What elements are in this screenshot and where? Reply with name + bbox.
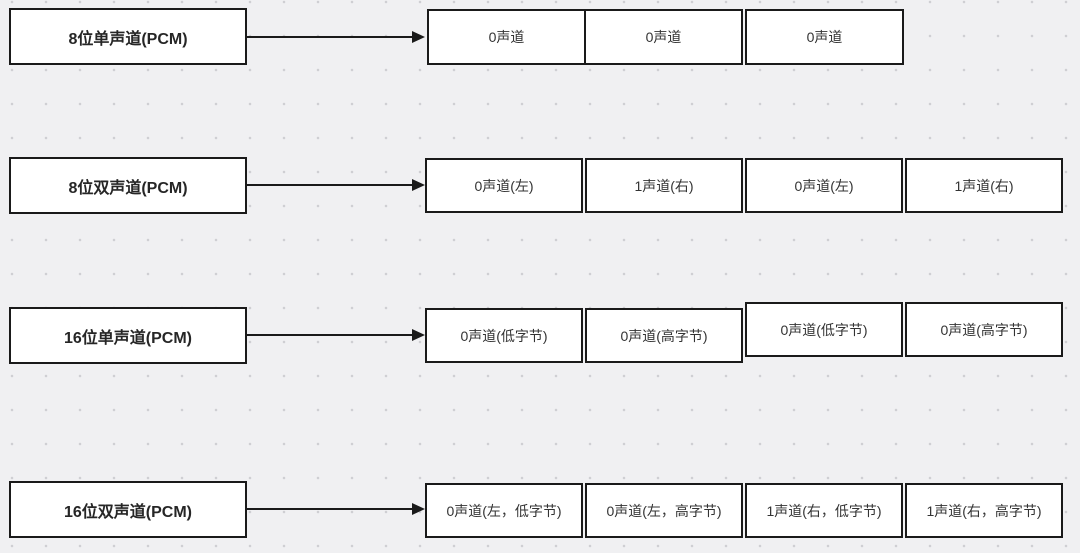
sample-cell-label: 1声道(右，低字节) bbox=[766, 502, 882, 519]
sample-cell: 0声道(左，低字节) bbox=[425, 483, 583, 538]
sample-cell-label: 1声道(右，高字节) bbox=[926, 502, 1042, 519]
sample-cell-label: 1声道(右) bbox=[634, 177, 694, 194]
node-label: 8位双声道(PCM) bbox=[68, 179, 188, 197]
sample-cell: 1声道(右，低字节) bbox=[745, 483, 903, 538]
arrow-line bbox=[247, 334, 413, 336]
sample-strip-16bit-stereo: 0声道(左，低字节) 0声道(左，高字节) 1声道(右，低字节) 1声道(右，高… bbox=[425, 483, 1063, 538]
sample-cell-label: 0声道(低字节) bbox=[460, 327, 548, 344]
node-label: 8位单声道(PCM) bbox=[68, 30, 188, 48]
sample-cell-label: 0声道(高字节) bbox=[940, 321, 1028, 338]
sample-cell-label: 0声道 bbox=[806, 29, 843, 45]
sample-cell: 0声道(低字节) bbox=[745, 302, 903, 357]
sample-cell: 0声道 bbox=[427, 9, 586, 65]
arrow-line bbox=[247, 184, 413, 186]
sample-cell: 0声道(高字节) bbox=[585, 308, 743, 363]
sample-cell: 0声道(左) bbox=[745, 158, 903, 213]
sample-cell: 0声道(左) bbox=[425, 158, 583, 213]
sample-cell-label: 0声道(左，高字节) bbox=[606, 502, 722, 519]
sample-cell: 1声道(右) bbox=[905, 158, 1063, 213]
sample-cell: 0声道 bbox=[745, 9, 904, 65]
arrowhead-icon bbox=[412, 31, 425, 43]
sample-strip-8bit-mono: 0声道 0声道 0声道 bbox=[427, 9, 904, 65]
sample-strip-8bit-stereo: 0声道(左) 1声道(右) 0声道(左) 1声道(右) bbox=[425, 158, 1063, 213]
sample-strip-16bit-mono: 0声道(低字节) 0声道(高字节) 0声道(低字节) 0声道(高字节) bbox=[425, 302, 1063, 363]
arrowhead-icon bbox=[412, 179, 425, 191]
arrow-line bbox=[247, 36, 413, 38]
sample-cell: 0声道 bbox=[584, 9, 743, 65]
node-label: 16位单声道(PCM) bbox=[63, 329, 192, 347]
sample-cell-label: 0声道 bbox=[645, 29, 682, 45]
arrow-line bbox=[247, 508, 413, 510]
arrowhead-icon bbox=[412, 329, 425, 341]
sample-cell-label: 0声道(左) bbox=[794, 177, 854, 194]
sample-cell: 1声道(右，高字节) bbox=[905, 483, 1063, 538]
node-16bit-stereo: 16位双声道(PCM) bbox=[9, 481, 247, 538]
arrowhead-icon bbox=[412, 503, 425, 515]
arrow-connector bbox=[247, 31, 425, 43]
arrow-connector bbox=[247, 179, 425, 191]
sample-cell: 0声道(低字节) bbox=[425, 308, 583, 363]
node-16bit-mono: 16位单声道(PCM) bbox=[9, 307, 247, 364]
sample-cell-label: 0声道 bbox=[488, 29, 525, 45]
sample-cell-label: 0声道(高字节) bbox=[620, 327, 708, 344]
sample-cell: 1声道(右) bbox=[585, 158, 743, 213]
node-8bit-mono: 8位单声道(PCM) bbox=[9, 8, 247, 65]
sample-cell: 0声道(高字节) bbox=[905, 302, 1063, 357]
sample-cell-label: 1声道(右) bbox=[954, 177, 1014, 194]
arrow-connector bbox=[247, 503, 425, 515]
node-label: 16位双声道(PCM) bbox=[63, 503, 192, 521]
sample-cell: 0声道(左，高字节) bbox=[585, 483, 743, 538]
sample-cell-label: 0声道(左，低字节) bbox=[446, 502, 562, 519]
node-8bit-stereo: 8位双声道(PCM) bbox=[9, 157, 247, 214]
arrow-connector bbox=[247, 329, 425, 341]
sample-cell-label: 0声道(低字节) bbox=[780, 321, 868, 338]
sample-cell-label: 0声道(左) bbox=[474, 177, 534, 194]
